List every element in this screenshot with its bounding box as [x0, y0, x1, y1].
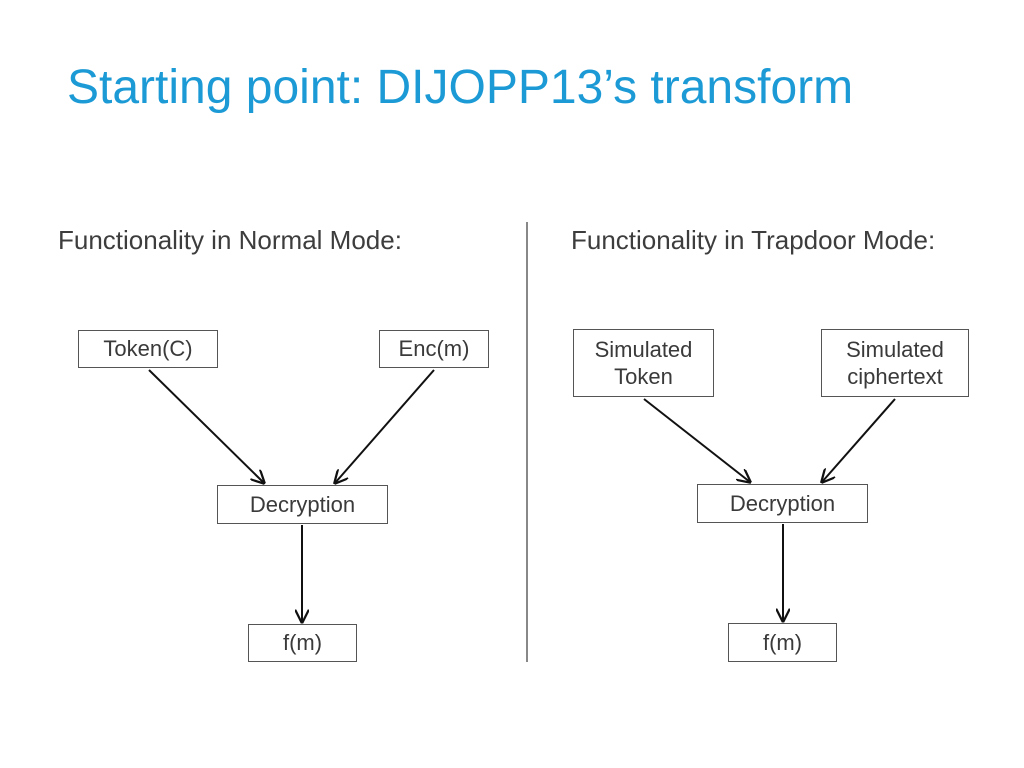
- normal-decryption-box: Decryption: [217, 485, 388, 524]
- simulated-token-box: Simulated Token: [573, 329, 714, 397]
- enc-m-box: Enc(m): [379, 330, 489, 368]
- normal-output-box: f(m): [248, 624, 357, 662]
- arrow-enc-to-decryption: [335, 369, 435, 483]
- slide-title: Starting point: DIJOPP13’s transform: [67, 61, 854, 114]
- arrow-simulated-token-to-decryption: [643, 398, 750, 482]
- normal-mode-heading: Functionality in Normal Mode:: [58, 225, 402, 255]
- trapdoor-output-box: f(m): [728, 623, 837, 662]
- panel-divider: [526, 222, 528, 662]
- simulated-ciphertext-box: Simulated ciphertext: [821, 329, 969, 397]
- arrow-simulated-ciphertext-to-decryption: [822, 398, 896, 482]
- trapdoor-mode-heading: Functionality in Trapdoor Mode:: [571, 225, 936, 255]
- token-c-box: Token(C): [78, 330, 218, 368]
- trapdoor-decryption-box: Decryption: [697, 484, 868, 523]
- arrow-token-to-decryption: [148, 369, 264, 483]
